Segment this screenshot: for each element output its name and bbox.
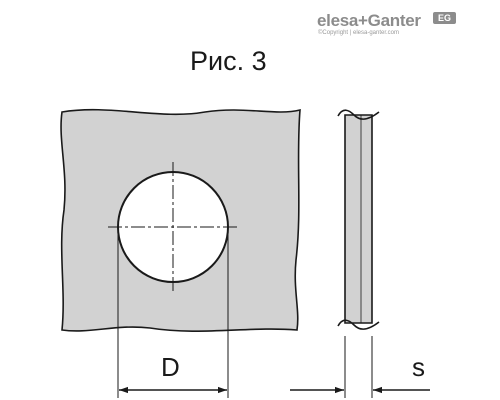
plate-side-view xyxy=(344,114,373,324)
diameter-label: D xyxy=(161,352,180,382)
brand-mark: elesa+Ganter EG ©Copyright | elesa-gante… xyxy=(317,11,487,41)
figure-title: Рис. 3 xyxy=(190,46,267,76)
break-mark-top xyxy=(337,109,380,120)
break-mark-bottom xyxy=(337,319,380,330)
brand-logo-icon: EG xyxy=(433,12,456,24)
thickness-label: s xyxy=(412,352,425,382)
copyright-text: ©Copyright | elesa-ganter.com xyxy=(318,30,400,36)
brand-name: elesa+Ganter xyxy=(317,11,421,30)
